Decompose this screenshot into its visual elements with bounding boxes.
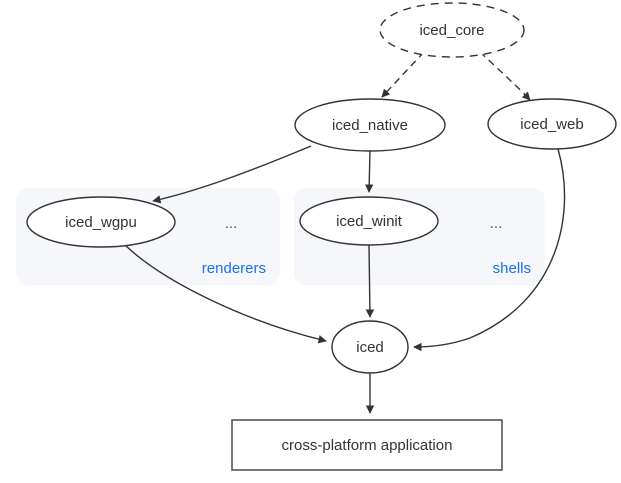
node-application-label: cross-platform application bbox=[282, 437, 453, 454]
cluster-renderers-label: renderers bbox=[202, 260, 266, 277]
node-iced-wgpu[interactable]: iced_wgpu bbox=[26, 196, 176, 248]
node-application-shape[interactable] bbox=[231, 419, 503, 471]
edge-winit-to-iced bbox=[365, 244, 375, 318]
node-iced[interactable]: iced bbox=[331, 320, 409, 374]
node-iced-wgpu-shape[interactable] bbox=[26, 196, 176, 248]
node-iced-native-shape[interactable] bbox=[294, 98, 446, 152]
edge-native-to-wgpu bbox=[152, 145, 312, 204]
edge-web-to-iced bbox=[413, 148, 566, 352]
edges-layer bbox=[123, 51, 566, 414]
node-iced-wgpu-label: iced_wgpu bbox=[65, 214, 137, 231]
node-iced-web-shape[interactable] bbox=[487, 98, 617, 150]
shells-more-ellipsis: ... bbox=[490, 215, 503, 232]
node-iced-web-label: iced_web bbox=[520, 116, 583, 133]
node-cross-platform-application[interactable]: cross-platform application bbox=[231, 419, 503, 471]
node-iced-web[interactable]: iced_web bbox=[487, 98, 617, 150]
edge-core-to-web bbox=[479, 51, 531, 101]
node-iced-winit-shape[interactable] bbox=[299, 196, 439, 246]
node-iced-shape[interactable] bbox=[331, 320, 409, 374]
edge-core-to-native bbox=[381, 51, 425, 98]
node-iced-native-label: iced_native bbox=[332, 117, 408, 134]
node-iced-core-shape[interactable] bbox=[379, 2, 525, 58]
node-iced-core-label: iced_core bbox=[419, 22, 484, 39]
node-iced-label: iced bbox=[356, 339, 384, 356]
cluster-shells-label: shells bbox=[493, 260, 531, 277]
renderers-more-ellipsis: ... bbox=[225, 215, 238, 232]
node-iced-winit-label: iced_winit bbox=[336, 213, 403, 230]
node-iced-winit[interactable]: iced_winit bbox=[299, 196, 439, 246]
node-iced-core[interactable]: iced_core bbox=[379, 2, 525, 58]
edge-wgpu-to-iced bbox=[123, 243, 327, 344]
edge-native-to-winit bbox=[364, 150, 374, 193]
node-iced-native[interactable]: iced_native bbox=[294, 98, 446, 152]
